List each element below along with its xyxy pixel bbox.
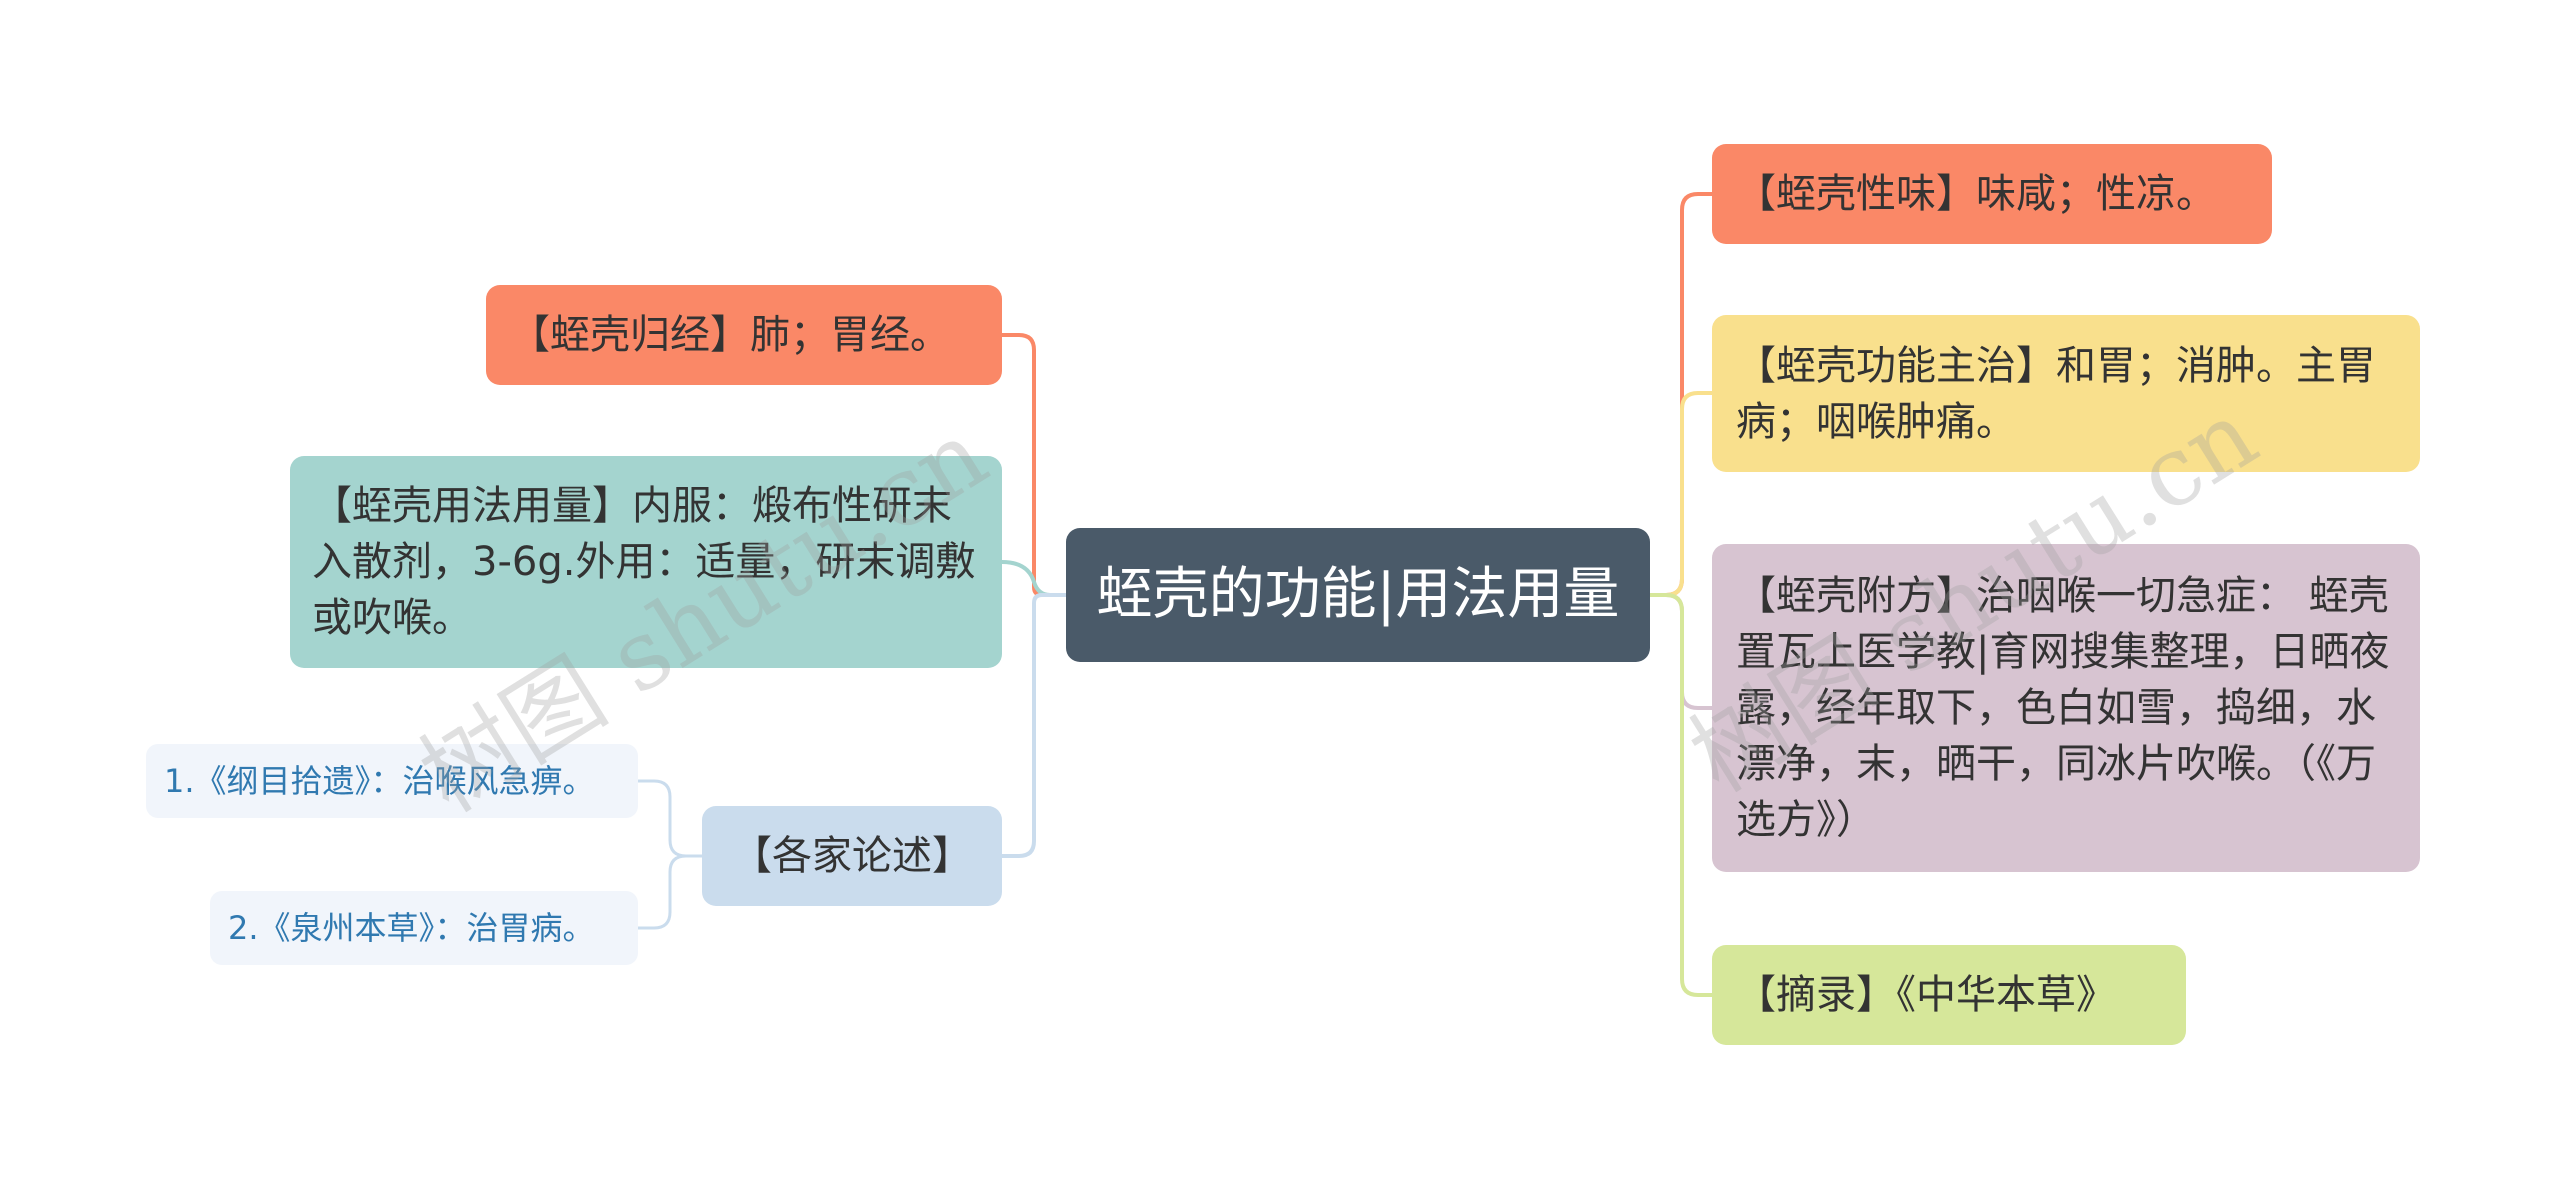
link-gejia-sub1 bbox=[638, 779, 702, 858]
subtopic-quanzhou-text: 2.《泉州本草》：治胃病。 bbox=[228, 909, 595, 947]
topic-xingwei[interactable]: 【蛭壳性味】味咸；性凉。 bbox=[1712, 144, 2272, 244]
topic-zhailu-text: 【摘录】《中华本草》 bbox=[1736, 972, 2116, 1018]
topic-guijing-text: 【蛭壳归经】肺；胃经。 bbox=[510, 312, 950, 358]
subtopic-gangmu-text: 1.《纲目拾遗》：治喉风急痹。 bbox=[164, 762, 595, 800]
link-root-gongneng bbox=[1650, 391, 1712, 597]
link-root-zhailu bbox=[1650, 593, 1712, 997]
link-gejia-sub2 bbox=[638, 854, 702, 930]
root-topic-label: 蛭壳的功能|用法用量 bbox=[1096, 562, 1620, 627]
root-topic[interactable]: 蛭壳的功能|用法用量 bbox=[1066, 528, 1650, 662]
topic-yongfa-text: 【蛭壳用法用量】内服：煅布性研末入散剂，3-6g.外用：适量，研末调敷或吹喉。 bbox=[312, 483, 976, 641]
topic-zhailu[interactable]: 【摘录】《中华本草》 bbox=[1712, 945, 2186, 1045]
topic-yongfa[interactable]: 【蛭壳用法用量】内服：煅布性研末入散剂，3-6g.外用：适量，研末调敷或吹喉。 bbox=[290, 456, 1002, 668]
topic-gejia-label: 【各家论述】 bbox=[732, 833, 972, 879]
topic-gongneng[interactable]: 【蛭壳功能主治】和胃；消肿。主胃病；咽喉肿痛。 bbox=[1712, 315, 2420, 472]
topic-fufang-text: 【蛭壳附方】治咽喉一切急症： 蛭壳置瓦上医学教|育网搜集整理，日晒夜露，经年取下… bbox=[1736, 573, 2390, 843]
link-root-guijing bbox=[1002, 333, 1066, 597]
topic-fufang[interactable]: 【蛭壳附方】治咽喉一切急症： 蛭壳置瓦上医学教|育网搜集整理，日晒夜露，经年取下… bbox=[1712, 544, 2420, 872]
topic-gongneng-text: 【蛭壳功能主治】和胃；消肿。主胃病；咽喉肿痛。 bbox=[1736, 342, 2376, 445]
topic-guijing[interactable]: 【蛭壳归经】肺；胃经。 bbox=[486, 285, 1002, 385]
subtopic-quanzhou[interactable]: 2.《泉州本草》：治胃病。 bbox=[210, 891, 638, 965]
link-root-gejia bbox=[1002, 593, 1066, 858]
topic-gejia[interactable]: 【各家论述】 bbox=[702, 806, 1002, 906]
topic-xingwei-text: 【蛭壳性味】味咸；性凉。 bbox=[1736, 171, 2216, 217]
subtopic-gangmu[interactable]: 1.《纲目拾遗》：治喉风急痹。 bbox=[146, 744, 638, 818]
